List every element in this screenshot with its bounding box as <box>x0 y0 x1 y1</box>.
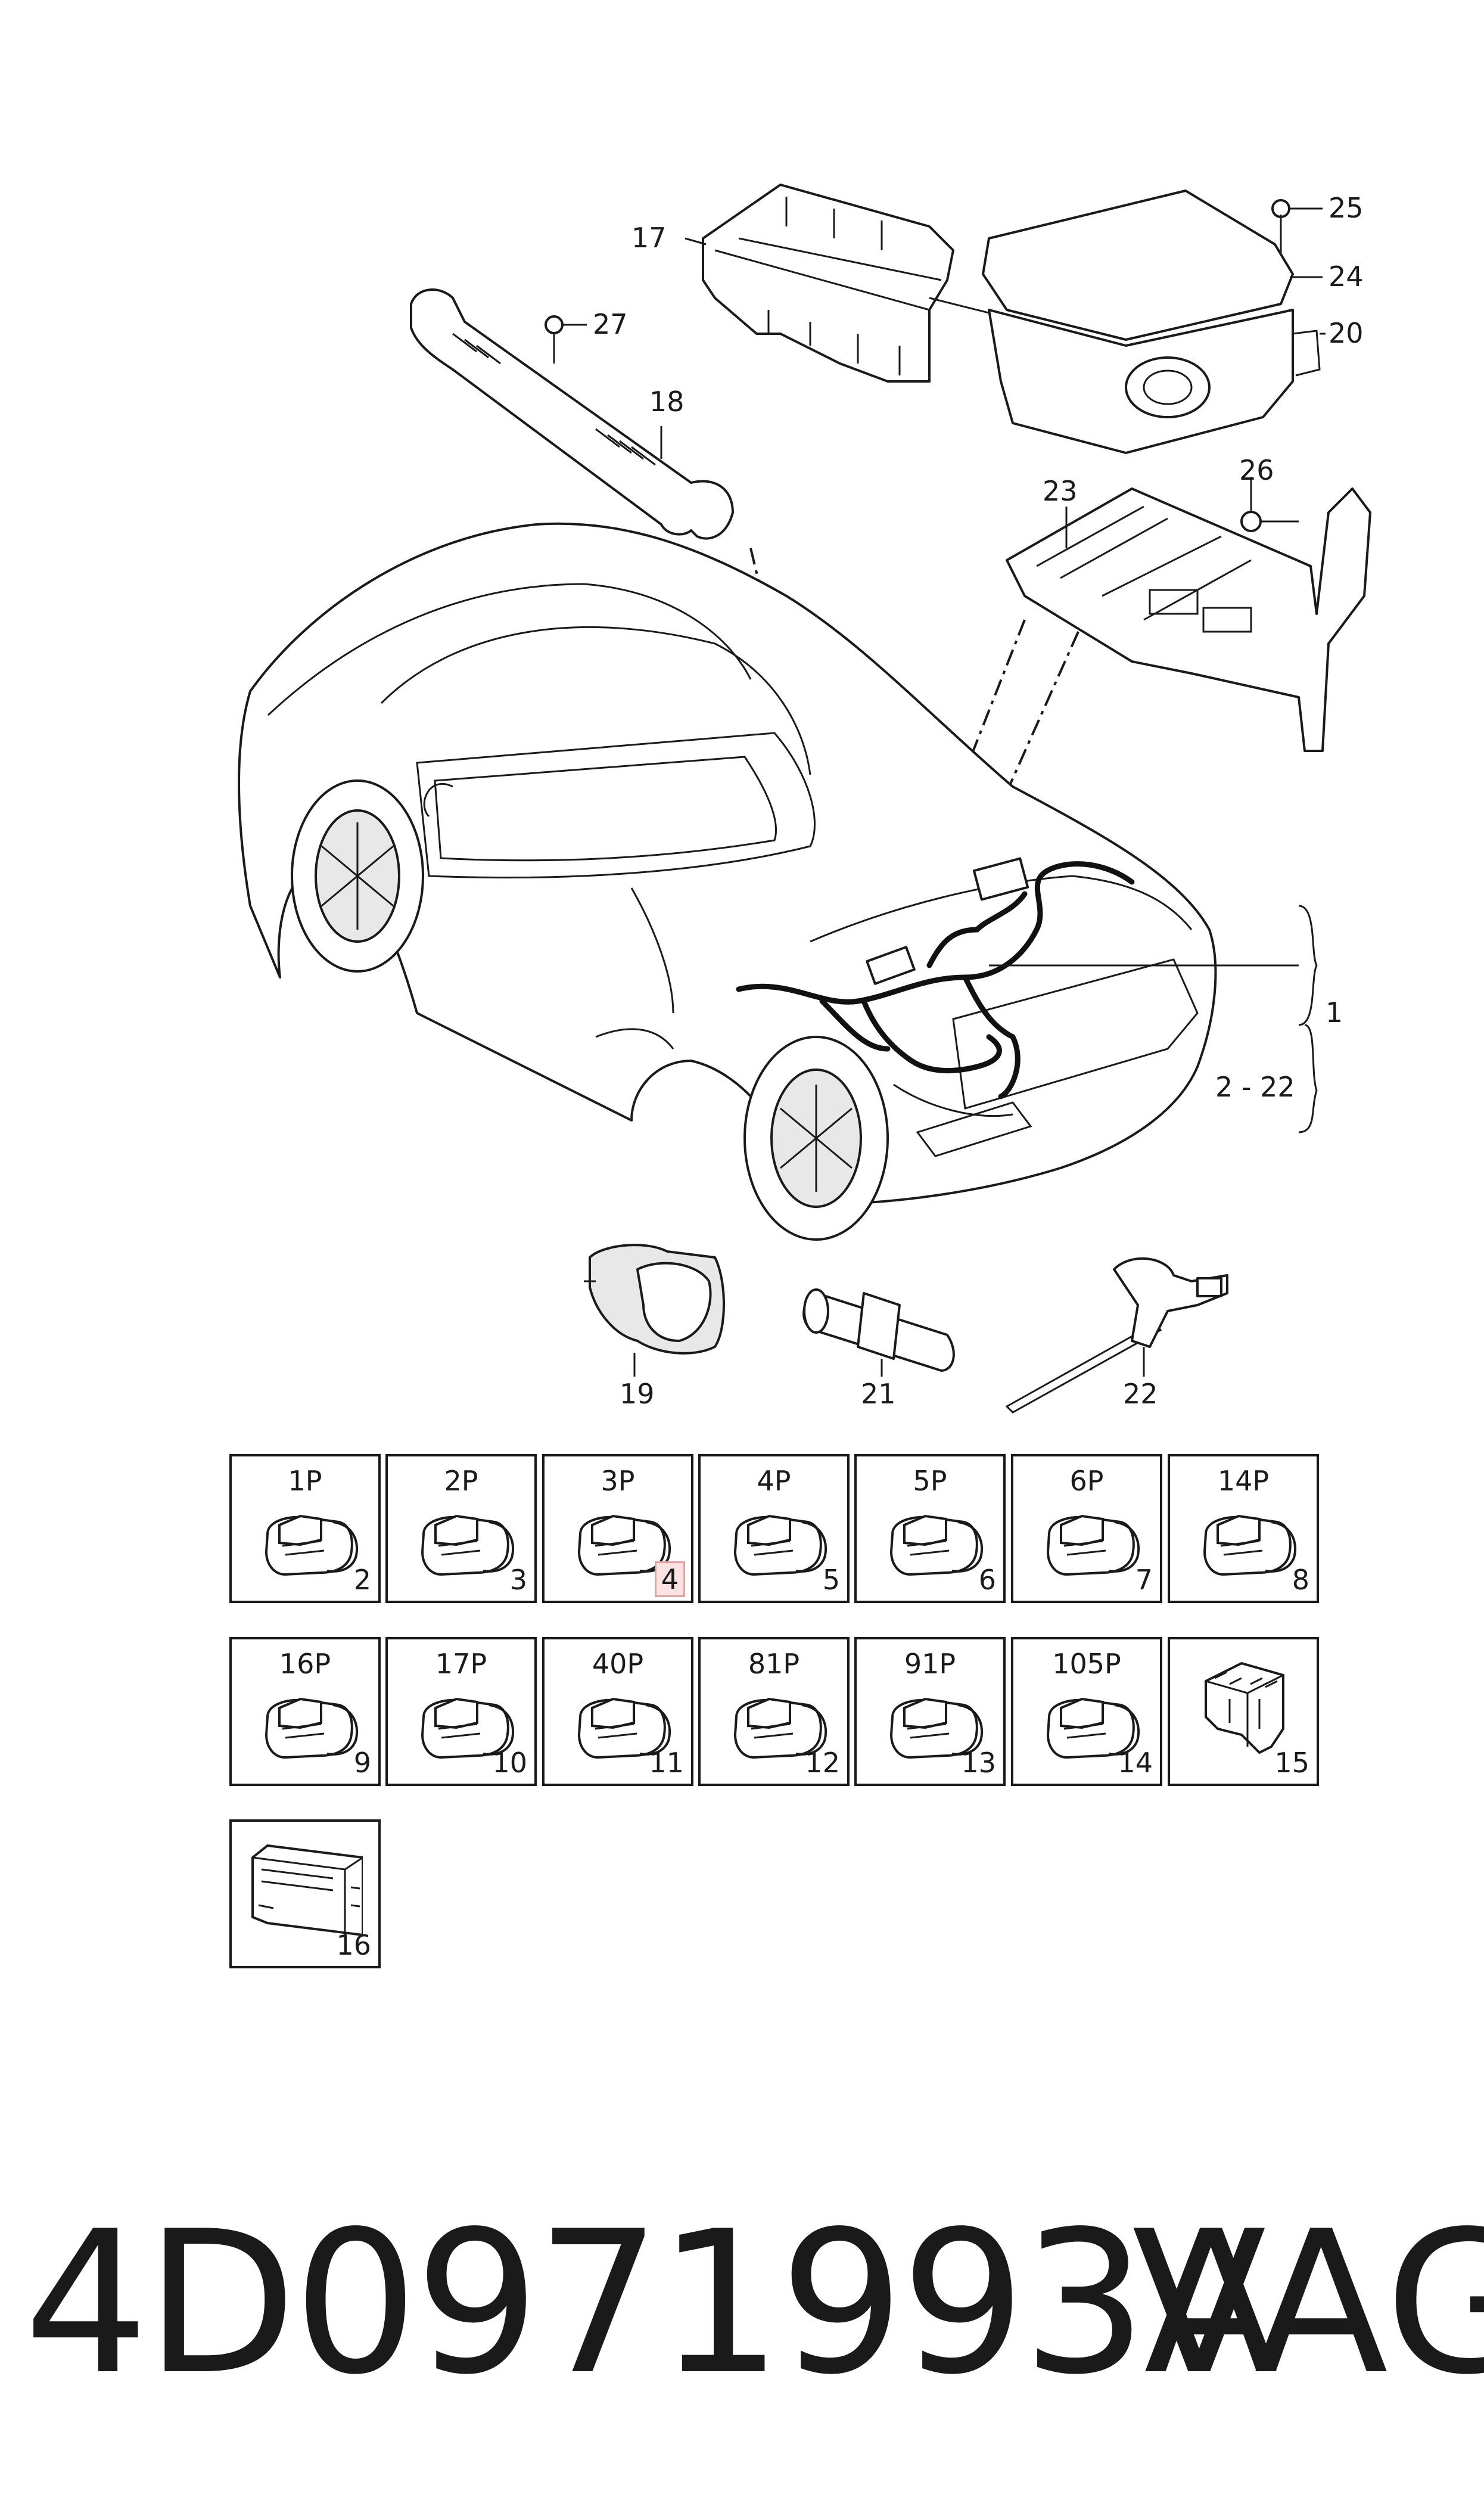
connector-cell: 6P 7 <box>1011 1454 1162 1603</box>
callout-17: 17 <box>631 222 667 254</box>
connector-cell: 4P 5 <box>698 1454 850 1603</box>
connector-cell: 14P 8 <box>1168 1454 1319 1603</box>
connector-pin-count: 2P <box>444 1465 478 1497</box>
connector-plug-icon <box>577 1514 671 1576</box>
part-21-sleeve <box>802 1288 955 1377</box>
part-19-grommet <box>584 1244 725 1377</box>
callout-21: 21 <box>861 1378 896 1410</box>
connector-item-number: 11 <box>649 1747 684 1779</box>
part-18-hose <box>410 288 734 540</box>
connector-item-number: 7 <box>1135 1564 1153 1596</box>
connector-pin-count: 3P <box>601 1465 635 1497</box>
connector-plug-icon <box>577 1697 671 1759</box>
connector-item-number: 5 <box>822 1564 840 1596</box>
connector-item-number: 16 <box>336 1929 371 1961</box>
connector-pin-count: 91P <box>904 1648 956 1680</box>
connector-pin-count: 16P <box>279 1648 331 1680</box>
connector-cell: 81P 12 <box>698 1637 850 1786</box>
connector-item-number: 4 <box>654 1561 685 1597</box>
connector-cell: 17P 10 <box>385 1637 537 1786</box>
callout-23: 23 <box>1043 475 1078 507</box>
part-20-control-unit <box>982 190 1326 454</box>
connector-cell: 105P 14 <box>1011 1637 1162 1786</box>
callout-25: 25 <box>1329 192 1364 224</box>
part-number: 4D0971993A <box>24 2189 1278 2418</box>
callout-20: 20 <box>1329 317 1364 349</box>
connector-cell: 16 <box>229 1819 381 1968</box>
part-17-relay-carrier <box>685 184 1025 383</box>
callout-22: 22 <box>1123 1378 1158 1410</box>
connector-pin-count: 14P <box>1217 1465 1270 1497</box>
connector-pin-count: 5P <box>913 1465 947 1497</box>
connector-cell: 5P 6 <box>854 1454 1006 1603</box>
connector-pin-count: 1P <box>288 1465 322 1497</box>
connector-pin-count: 4P <box>757 1465 791 1497</box>
connector-pin-count: 6P <box>1069 1465 1104 1497</box>
connector-cell: 3P 4 <box>542 1454 693 1603</box>
connector-item-number: 2 <box>353 1564 371 1596</box>
part-23-bracket <box>1006 477 1371 752</box>
brand-name: VAG <box>1132 2189 1484 2418</box>
connector-cell: 16P 9 <box>229 1637 381 1786</box>
connector-cell: 2P 3 <box>385 1454 537 1603</box>
connector-plug-icon <box>1046 1514 1140 1576</box>
connector-cell: 40P 11 <box>542 1637 693 1786</box>
connector-plug-icon <box>265 1514 359 1576</box>
connector-item-number: 3 <box>509 1564 527 1596</box>
connector-pin-count: 17P <box>435 1648 487 1680</box>
connector-item-number: 15 <box>1274 1747 1309 1779</box>
connector-cell: 91P 13 <box>854 1637 1006 1786</box>
connector-plug-icon <box>889 1697 984 1759</box>
car-body <box>238 522 1217 1241</box>
connector-item-number: 12 <box>805 1747 840 1779</box>
brace-harness <box>1298 905 1318 1026</box>
connector-item-number: 14 <box>1118 1747 1153 1779</box>
callout-1: 1 <box>1326 996 1343 1029</box>
connector-cell: 15 <box>1168 1637 1319 1786</box>
connector-plug-icon <box>733 1697 827 1759</box>
connector-item-number: 9 <box>353 1747 371 1779</box>
control-module-icon <box>251 1844 363 1937</box>
wiring-harness <box>736 857 1299 1099</box>
connector-item-number: 6 <box>978 1564 996 1596</box>
connector-plug-icon <box>421 1514 515 1576</box>
connector-item-number: 13 <box>961 1747 996 1779</box>
callout-24: 24 <box>1329 260 1364 293</box>
callout-27: 27 <box>593 308 628 340</box>
connector-plug-icon <box>733 1514 827 1576</box>
connector-plug-icon <box>1203 1514 1297 1576</box>
connector-plug-icon <box>265 1697 359 1759</box>
callout-2-22: 2 - 22 <box>1215 1071 1295 1103</box>
connector-pin-count: 81P <box>748 1648 800 1680</box>
connector-pin-count: 40P <box>592 1648 644 1680</box>
relay-carrier-icon <box>1205 1661 1284 1754</box>
brace-range <box>1298 1024 1318 1133</box>
connector-plug-icon <box>1046 1697 1140 1759</box>
connector-plug-icon <box>889 1514 984 1576</box>
connector-cell: 1P 2 <box>229 1454 381 1603</box>
connector-item-number: 10 <box>492 1747 527 1779</box>
callout-26: 26 <box>1239 454 1274 486</box>
connector-item-number: 8 <box>1292 1564 1309 1596</box>
connector-pin-count: 105P <box>1052 1648 1121 1680</box>
part-22-cable-tie <box>1005 1257 1228 1414</box>
callout-18: 18 <box>649 386 685 418</box>
callout-19: 19 <box>620 1378 655 1410</box>
connector-plug-icon <box>421 1697 515 1759</box>
